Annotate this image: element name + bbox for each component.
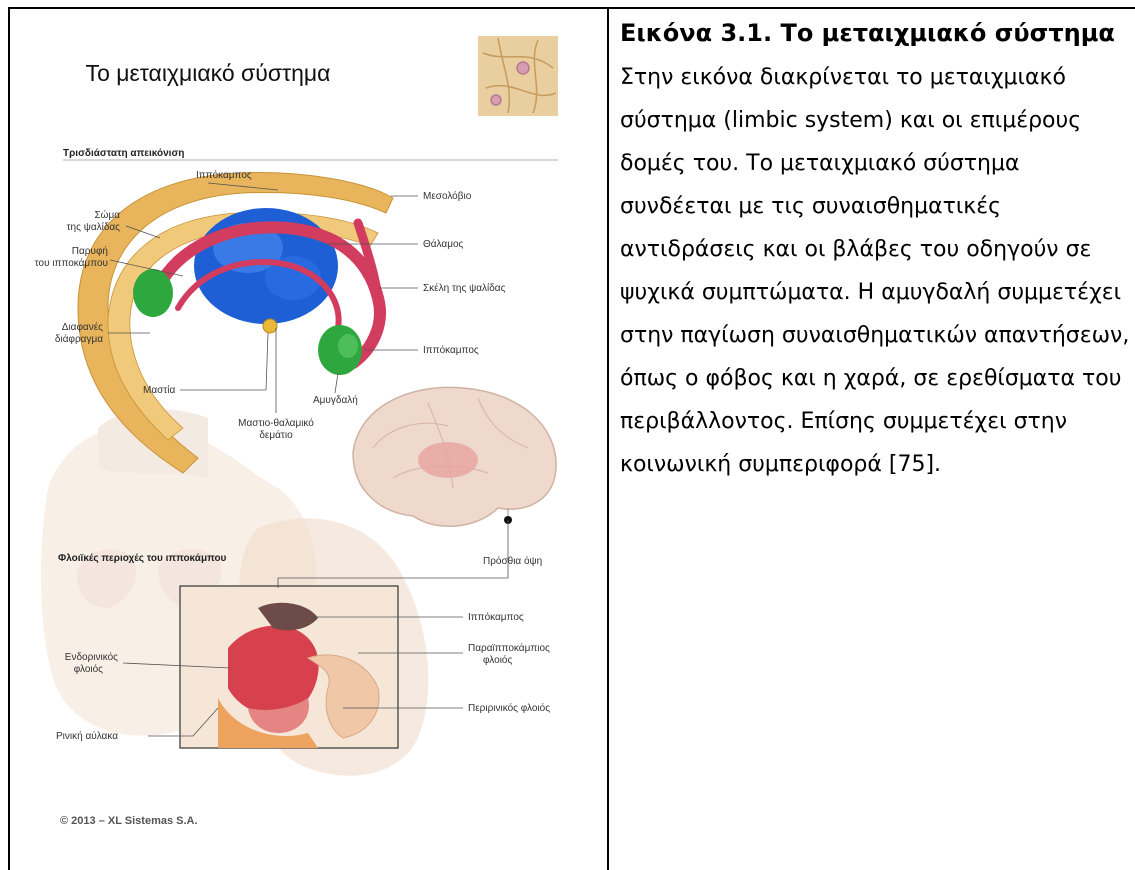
- label-fimbria-2: του ιπποκάμπου: [35, 257, 108, 269]
- table-divider: [607, 7, 609, 870]
- label-fimbria-1: Παρυφή: [72, 245, 108, 257]
- section-cortex-label: Φλοιϊκές περιοχές του ιπποκάμπου: [58, 553, 227, 564]
- label-rhinal-sulcus: Ρινική αύλακα: [56, 730, 118, 742]
- label-perirhinal: Περιρινικός φλοιός: [468, 702, 550, 714]
- label-septum-2: διάφραγμα: [55, 333, 103, 345]
- caption-cell: Εικόνα 3.1. Το μεταιχμιακό σύστημα Στην …: [620, 10, 1130, 486]
- label-thalamus: Θάλαμος: [423, 238, 464, 250]
- caption-title: Εικόνα 3.1. Το μεταιχμιακό σύστημα: [620, 10, 1130, 56]
- label-anterior-view: Πρόσθια όψη: [483, 555, 542, 567]
- label-parahippocampal-2: φλοιός: [483, 654, 512, 666]
- figure-copyright: © 2013 – XL Sistemas S.A.: [60, 815, 198, 827]
- title-thumbnail: [478, 36, 558, 116]
- label-mesolobio: Μεσολόβιο: [423, 190, 472, 202]
- amygdala-highlight: [338, 334, 358, 358]
- label-mammillary: Μαστία: [143, 384, 175, 396]
- label-mt-tract-2: δεμάτιο: [259, 429, 293, 441]
- label-body-fornix-1: Σώμα: [94, 209, 120, 221]
- label-hippocampus-top: Ιππόκαμπος: [196, 169, 252, 181]
- label-mt-tract-1: Μαστιο-θαλαμικό: [238, 417, 314, 429]
- section-3d-label: Τρισδιάστατη απεικόνιση: [63, 148, 184, 159]
- limbic-system-figure: Το μεταιχμιακό σύστημα Τρισδιάστατη απει…: [8, 8, 606, 870]
- lateral-brain-view: [353, 387, 556, 560]
- label-septum-1: Διαφανές: [62, 321, 103, 333]
- figure-cell: Το μεταιχμιακό σύστημα Τρισδιάστατη απει…: [8, 8, 606, 870]
- label-body-fornix-2: της ψαλίδας: [67, 221, 121, 233]
- caption-body: Στην εικόνα διακρίνεται το μεταιχμιακό σ…: [620, 56, 1130, 486]
- label-hippocampus-low: Ιππόκαμπος: [468, 611, 524, 623]
- label-fornix-legs: Σκέλη της ψαλίδας: [423, 282, 506, 294]
- figure-title: Το μεταιχμιακό σύστημα: [86, 60, 331, 86]
- label-entorhinal-1: Ενδορινικός: [65, 651, 118, 663]
- label-amygdala: Αμυγδαλή: [313, 394, 358, 406]
- label-parahippocampal-1: Παραϊπποκάμπιος: [468, 642, 550, 654]
- mammillary-body: [263, 319, 277, 333]
- amygdala-left: [133, 269, 173, 317]
- label-hippocampus-right: Ιππόκαμπος: [423, 344, 479, 356]
- label-entorhinal-2: φλοιός: [74, 663, 103, 675]
